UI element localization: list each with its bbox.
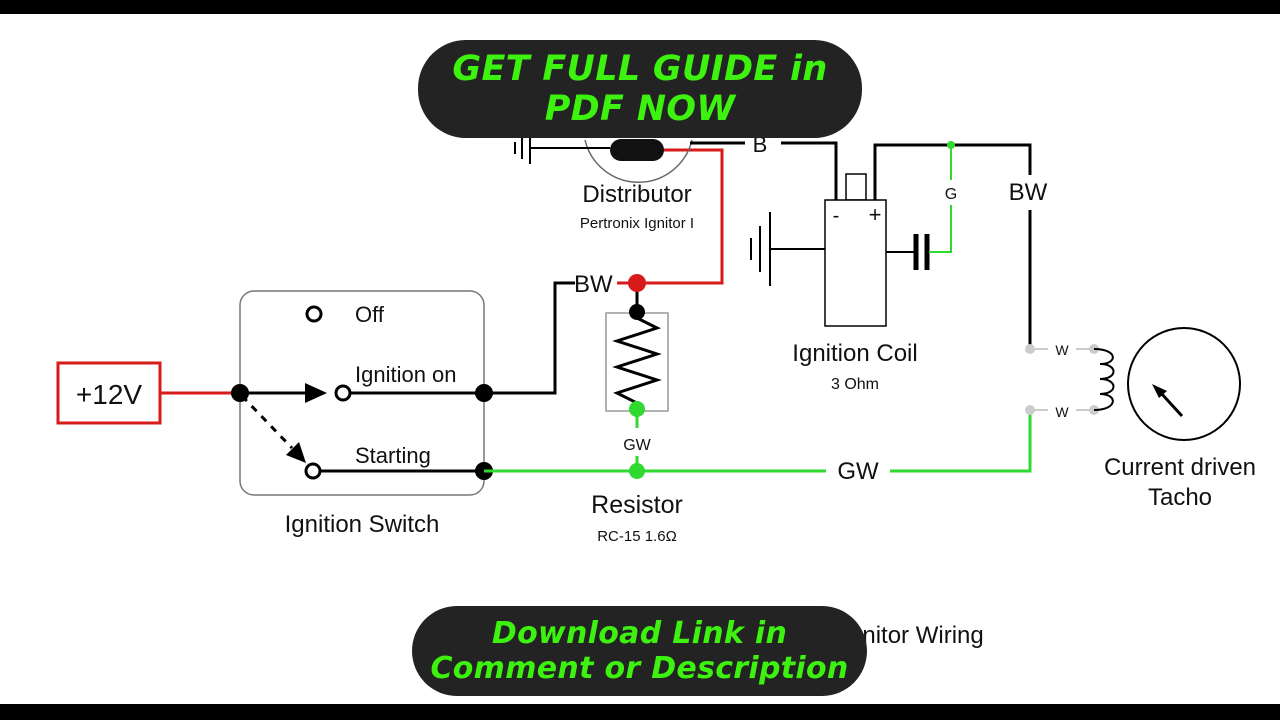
ignition-switch-caption: Ignition Switch xyxy=(285,511,440,538)
capacitor-g-wire xyxy=(929,205,952,253)
gw-label-main: GW xyxy=(837,458,879,485)
switch-dashed-arrow-head xyxy=(286,442,306,463)
coil-minus-label: - xyxy=(833,205,840,227)
distributor-module xyxy=(610,139,664,161)
tacho-gauge-face xyxy=(1127,327,1241,441)
tacho-needle xyxy=(1158,390,1184,418)
starting-terminal xyxy=(304,462,322,480)
tacho-line1: Current driven xyxy=(1104,454,1256,481)
green-gw-wire-right xyxy=(890,410,1032,473)
g-wire-label: G xyxy=(945,186,957,203)
banner-bottom-line1: Download Link in xyxy=(491,616,788,651)
coil-body xyxy=(824,199,887,327)
off-terminal xyxy=(305,305,323,323)
tacho-node-3 xyxy=(1025,405,1035,415)
get-full-guide-banner[interactable]: GET FULL GUIDE in PDF NOW xyxy=(418,40,862,138)
switch-off-label: Off xyxy=(355,302,385,327)
ignition-bw-wire xyxy=(484,281,575,395)
coil-plus-label: + xyxy=(869,202,882,227)
g-wire-node xyxy=(947,141,955,149)
coil-subtitle: 3 Ohm xyxy=(831,376,879,393)
distributor-title: Distributor xyxy=(582,181,691,208)
tacho-needle-tip xyxy=(1152,384,1167,398)
resistor-top-node xyxy=(629,304,645,320)
bw-label-coil: BW xyxy=(1009,179,1048,206)
coil-title: Ignition Coil xyxy=(792,340,917,367)
tacho-coil-winding xyxy=(1093,348,1115,411)
resistor-title: Resistor xyxy=(591,491,683,519)
gw-label-resistor: GW xyxy=(623,437,651,454)
w-label-top: W xyxy=(1055,342,1069,358)
distributor-subtitle: Pertronix Ignitor I xyxy=(580,215,694,232)
switch-dashed-arrow xyxy=(240,394,294,450)
red-distributor-wire xyxy=(637,148,724,285)
switch-starting-label: Starting xyxy=(355,443,431,468)
switch-input-node xyxy=(231,384,249,402)
switch-arrow-head xyxy=(305,383,327,403)
banner-top-line1: GET FULL GUIDE in xyxy=(452,49,828,89)
bw-label-resistor: BW xyxy=(574,271,613,298)
tacho-node-1 xyxy=(1025,344,1035,354)
coil-terminal-cap xyxy=(845,173,867,201)
tacho-line2: Tacho xyxy=(1148,484,1212,511)
gw-junction-node xyxy=(629,463,645,479)
download-link-banner[interactable]: Download Link in Comment or Description xyxy=(412,606,867,696)
b-wire-label: B xyxy=(753,132,768,157)
resistor-zigzag xyxy=(612,316,662,405)
banner-bottom-line2: Comment or Description xyxy=(430,651,849,686)
b-wire-to-coil xyxy=(781,141,838,200)
w-label-bottom: W xyxy=(1055,404,1069,420)
distributor-body xyxy=(584,139,693,183)
ignition-on-terminal xyxy=(334,384,352,402)
resistor-subtitle: RC-15 1.6Ω xyxy=(597,528,677,545)
supply-label: +12V xyxy=(76,379,142,410)
banner-top-line2: PDF NOW xyxy=(544,89,736,129)
resistor-top-node-red xyxy=(628,274,646,292)
switch-ignition-on-label: Ignition on xyxy=(355,362,457,387)
